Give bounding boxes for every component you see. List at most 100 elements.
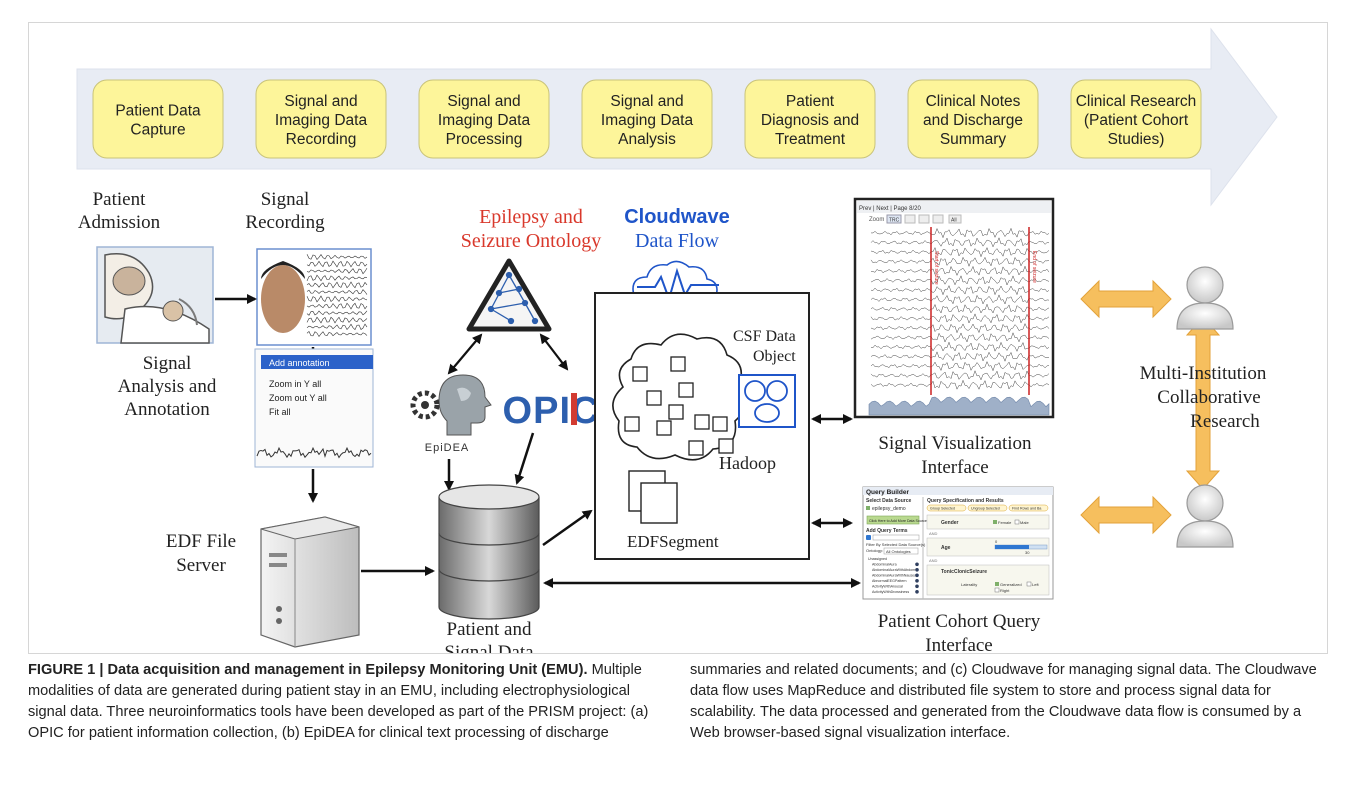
qb-ontology-label: Ontology: bbox=[866, 548, 883, 553]
svg-text:Ungroup Selected: Ungroup Selected bbox=[971, 507, 1000, 511]
stage-2-line-2: Imaging Data bbox=[275, 112, 368, 129]
qb-term-buttons: Group Selected Ungroup Selected Find Rows … bbox=[926, 504, 1049, 512]
qb-term-list: UnassignedAbdominalAuraAbdominalAuraWith… bbox=[868, 557, 919, 594]
stage-6-line-1: Clinical Notes bbox=[926, 93, 1021, 110]
qb-source: epilepsy_demo bbox=[872, 506, 906, 512]
svg-text:Female: Female bbox=[998, 520, 1012, 525]
stage-2-line-3: Recording bbox=[286, 131, 357, 148]
signal-viewer-screenshot: Prev | Next | Page 8/20 Zoom TRC All Sta… bbox=[853, 197, 1055, 419]
stage-1-line-1: Patient Data bbox=[115, 103, 201, 120]
collab-arrow-top bbox=[1080, 279, 1172, 319]
qb-ontology-value: All Ontologies bbox=[886, 549, 911, 554]
caption-left: FIGURE 1 | Data acquisition and manageme… bbox=[28, 660, 658, 744]
caption-heading: FIGURE 1 | Data acquisition and manageme… bbox=[28, 662, 588, 678]
viewer-zoom-label: Zoom bbox=[869, 217, 884, 223]
svg-text:Find Rows and Ba: Find Rows and Ba bbox=[1012, 507, 1041, 511]
qb-term-button[interactable] bbox=[967, 504, 1008, 512]
qb-left-header: Select Data Source bbox=[866, 498, 912, 504]
cloud-wave-icon bbox=[632, 260, 719, 303]
qb-add-source-button[interactable] bbox=[866, 515, 920, 525]
menu-zoom-in: Zoom in Y all bbox=[269, 379, 321, 389]
stage-5-line-2: Diagnosis and bbox=[761, 112, 859, 129]
qb-term-item[interactable]: AbdominalAuraWithNausea bbox=[872, 574, 916, 578]
svg-text:Laterality: Laterality bbox=[961, 582, 977, 587]
stage-1-line-2: Capture bbox=[130, 122, 185, 139]
epidea-label: EpiDEA bbox=[425, 442, 470, 454]
annotation-trace bbox=[256, 446, 372, 459]
arrow-ontology-opic bbox=[539, 333, 569, 371]
stage-7-line-1: Clinical Research bbox=[1076, 93, 1197, 110]
qb-right-header: Query Specification and Results bbox=[927, 498, 1004, 504]
hadoop-label: Hadoop bbox=[719, 453, 776, 473]
event-start-label: Start of seizure bbox=[933, 251, 939, 285]
arrow-opic-database bbox=[514, 432, 535, 485]
eeg-traces bbox=[306, 254, 368, 338]
viewer-traces bbox=[870, 227, 1050, 390]
qb-term-item[interactable]: ActivityWithArousal bbox=[872, 585, 903, 589]
stage-6-line-2: and Discharge bbox=[923, 112, 1023, 129]
arrow-database-cloudwave bbox=[542, 509, 593, 547]
stage-3-line-2: Imaging Data bbox=[438, 112, 531, 129]
qb-criterion-age: Age bbox=[941, 545, 951, 551]
qb-term-button[interactable] bbox=[926, 504, 967, 512]
patient-admission-image bbox=[96, 246, 214, 344]
database-icon bbox=[438, 484, 540, 620]
ontology-graph-icon bbox=[466, 258, 552, 332]
svg-text:Click Here to Add More Data So: Click Here to Add More Data Sources bbox=[869, 519, 929, 523]
qb-criterion-seizure: TonicClonicSeizure bbox=[941, 569, 987, 575]
svg-text:Left: Left bbox=[1032, 582, 1040, 587]
qb-term-item[interactable]: ActivityWithDrowsiness bbox=[872, 590, 909, 594]
arrow-ontology-epidea bbox=[447, 333, 483, 375]
svg-text:Generalized: Generalized bbox=[1000, 582, 1022, 587]
edf-segment-icon bbox=[628, 470, 678, 524]
researcher-icon-bottom bbox=[1176, 484, 1234, 548]
qb-term-item[interactable]: Unassigned bbox=[868, 557, 887, 561]
caption-right: summaries and related documents; and (c)… bbox=[690, 660, 1330, 744]
eeg-recording-image bbox=[256, 248, 372, 346]
qb-term-button[interactable] bbox=[1008, 504, 1049, 512]
qb-add-query-terms: Add Query Terms bbox=[866, 528, 908, 534]
stage-7-line-3: Studies) bbox=[1108, 131, 1165, 148]
qb-title: Query Builder bbox=[866, 489, 909, 496]
event-end-label: End of seizure bbox=[1031, 251, 1037, 283]
annotation-context-menu: Add annotation Zoom in Y all Zoom out Y … bbox=[254, 348, 374, 468]
qb-filter: Filter By Selected Data Source(s) bbox=[866, 542, 926, 547]
qb-term-item[interactable]: AbdominalAuraWithAbdom bbox=[872, 568, 915, 572]
server-icon bbox=[260, 516, 360, 648]
edf-segment-label: EDFSegment bbox=[627, 532, 719, 551]
qb-term-item[interactable]: AbnormalEEGPattern bbox=[872, 579, 907, 583]
svg-text:Group Selected: Group Selected bbox=[930, 507, 955, 511]
menu-zoom-out: Zoom out Y all bbox=[269, 393, 327, 403]
viewer-toolbar: Prev | Next | Page 8/20 bbox=[859, 206, 921, 212]
stage-4-line-3: Analysis bbox=[618, 131, 676, 148]
opic-logo: OPIC bbox=[503, 390, 600, 432]
viewer-toolbar-button: All bbox=[951, 218, 957, 224]
svg-text:AND: AND bbox=[929, 558, 938, 563]
collab-arrow-bottom bbox=[1080, 495, 1172, 535]
svg-text:30: 30 bbox=[1025, 550, 1030, 555]
stage-6-line-3: Summary bbox=[940, 131, 1007, 148]
qb-term-item[interactable]: AbdominalAura bbox=[872, 563, 897, 567]
svg-text:AND: AND bbox=[929, 531, 938, 536]
hadoop-cloud bbox=[612, 333, 746, 461]
viewer-overview bbox=[868, 396, 1050, 416]
svg-text:0: 0 bbox=[995, 539, 998, 544]
query-builder-screenshot: Query Builder Select Data Source Query S… bbox=[862, 486, 1054, 600]
menu-fit-all: Fit all bbox=[269, 407, 291, 417]
stage-4-line-2: Imaging Data bbox=[601, 112, 694, 129]
stage-5-line-3: Treatment bbox=[775, 131, 846, 148]
